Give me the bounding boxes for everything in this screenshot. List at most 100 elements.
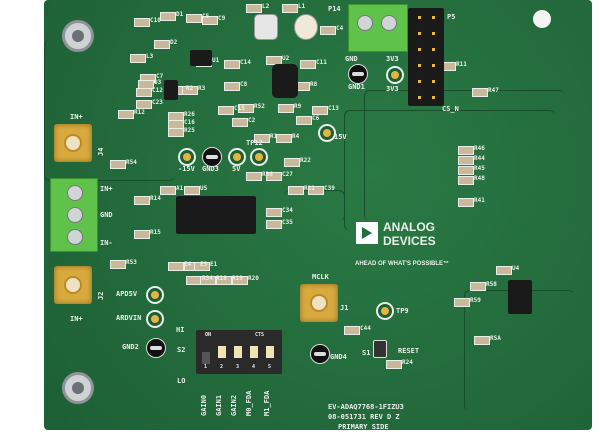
gnd-post-gnd4[interactable] [310,344,330,364]
inductor-l1 [294,14,318,40]
test-point-ardvin[interactable] [146,310,164,328]
ic-u4 [508,280,532,314]
ref-designator: C39 [324,185,335,192]
dip-switch-s2[interactable] [196,330,282,374]
passive-component [224,82,240,91]
passive-component [110,260,126,269]
ref-designator: R15 [150,229,161,236]
ref-designator: R53 [126,259,137,266]
label-cs-n: CS_N [442,105,459,113]
screw[interactable] [67,207,83,223]
screw[interactable] [67,185,83,201]
ref-designator: E5 [200,261,208,268]
test-point-15v[interactable] [318,124,336,142]
test-point-tp12[interactable] [250,148,268,166]
switch-ref: S2 [177,346,186,354]
label-gnd2: GND2 [122,343,139,351]
screw[interactable] [67,229,83,245]
ref-designator: R34 [202,275,213,282]
board-part-number: EV-ADAQ7768-1FIZU3 [328,403,404,411]
gnd-post-gnd3[interactable] [202,147,222,167]
passive-component [134,230,150,239]
switch-toggle-3[interactable] [234,346,242,358]
test-point-5v[interactable] [228,148,246,166]
label-mclk: MCLK [312,273,329,281]
label-s1: S1 [362,349,371,357]
ref-designator: C14 [240,59,251,66]
ref-designator: C27 [282,171,293,178]
label-gnd3: GND3 [202,165,219,173]
ref-designator: L1 [298,3,306,10]
switch-toggle-5[interactable] [266,346,274,358]
screw[interactable] [357,15,373,31]
ref-designator: R22 [300,157,311,164]
passive-component [182,86,198,95]
ref-designator: R58 [486,281,497,288]
passive-component [184,186,200,195]
passive-component [320,26,336,35]
power-terminal-block[interactable] [348,4,408,52]
passive-component [202,16,218,25]
passive-component [232,118,248,127]
passive-component [216,276,232,285]
label-5v: 5V [232,165,241,173]
gnd-post-gnd1[interactable] [348,64,368,84]
test-point-3v3[interactable] [386,66,404,84]
passive-component [386,360,402,369]
input-terminal-block[interactable] [50,178,98,252]
passive-component [284,158,300,167]
header-p5[interactable] [408,8,444,106]
ic-u1 [190,50,212,66]
switch-lo: LO [177,377,186,385]
ref-designator: R48 [474,175,485,182]
gnd-post-gnd2[interactable] [146,338,166,358]
trace [344,110,555,231]
ref-designator: R11 [456,61,467,68]
label-tp9: TP9 [396,307,409,315]
label-j2: J2 [97,291,105,300]
test-point-apd5v[interactable] [146,286,164,304]
switch-pos: 5 [268,364,272,370]
screw[interactable] [381,15,397,31]
ref-designator: U3 [154,79,162,86]
ref-designator: R26 [184,111,195,118]
passive-component [472,88,488,97]
ref-designator: C5 [202,13,210,20]
passive-component [312,106,328,115]
test-point-tp9[interactable] [376,302,394,320]
board-side: PRIMARY SIDE [338,423,389,431]
ref-designator: C15 [234,105,245,112]
switch-toggle-1[interactable] [202,352,210,364]
test-point-m15v[interactable] [178,148,196,166]
reset-button[interactable] [373,340,387,358]
ref-designator: C6 [312,115,320,122]
ref-designator: D2 [170,39,178,46]
sma-connector-j1[interactable] [300,284,338,322]
passive-component [160,186,176,195]
passive-component [246,172,262,181]
ref-designator: U5 [200,185,208,192]
adc-chip-a1 [176,196,256,234]
passive-component [232,276,248,285]
switch-toggle-4[interactable] [250,346,258,358]
label-in-plus: IN+ [70,113,83,121]
ref-designator: R4 [292,133,300,140]
ref-designator: C12 [152,87,163,94]
passive-component [458,176,474,185]
passive-component [194,262,210,271]
passive-component [218,106,234,115]
ref-designator: C13 [328,105,339,112]
label-gnd4: GND4 [330,353,347,361]
switch-toggle-2[interactable] [218,346,226,358]
ref-designator: C8 [240,81,248,88]
ref-designator: C35 [282,219,293,226]
ref-designator: C9 [218,15,226,22]
ref-designator: R2 [186,85,194,92]
ic-u3 [164,80,178,100]
passive-component [186,14,202,23]
label-3v3-b: 3V3 [386,85,399,93]
label-gnd-top: GND [345,55,358,63]
sma-connector-j4[interactable] [54,124,92,162]
sma-connector-j2[interactable] [54,266,92,304]
label-3v3: 3V3 [386,55,399,63]
